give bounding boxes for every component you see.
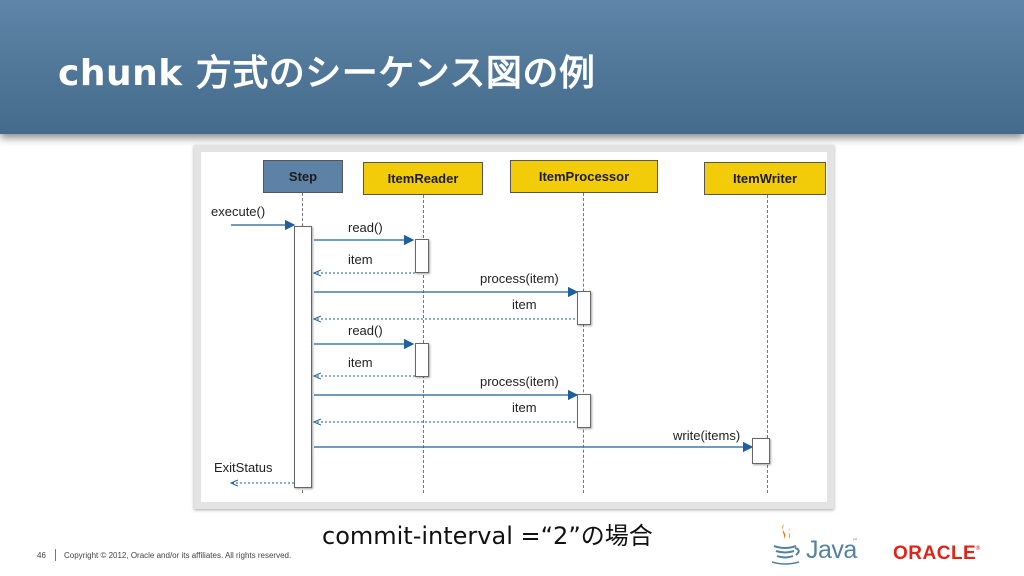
message-label-exitstatus: ExitStatus	[214, 460, 273, 475]
message-label-read-1: read()	[348, 220, 383, 235]
participant-itemwriter: ItemWriter	[704, 162, 826, 195]
itemreader-activation-1	[415, 239, 429, 273]
page-number: 46	[37, 551, 46, 560]
message-label-item-3: item	[348, 355, 373, 370]
message-label-process-2: process(item)	[480, 374, 559, 389]
oracle-logo-text: ORACLE	[893, 543, 977, 564]
itemwriter-activation	[752, 438, 770, 464]
participant-itemprocessor: ItemProcessor	[510, 160, 658, 193]
step-activation	[294, 226, 312, 488]
message-label-execute: execute()	[211, 204, 266, 219]
message-label-item-1: item	[348, 252, 373, 267]
message-label-item-4: item	[512, 400, 537, 415]
message-arrows	[201, 219, 754, 502]
slide-title: chunk 方式のシーケンス図の例	[58, 53, 596, 94]
message-label-item-2: item	[512, 297, 537, 312]
message-label-process-1: process(item)	[480, 271, 559, 286]
oracle-registered-mark: ®	[975, 545, 981, 552]
java-cup-icon	[771, 524, 800, 565]
message-label-read-2: read()	[348, 323, 383, 338]
message-label-write: write(items)	[673, 428, 741, 443]
sequence-diagram: Step ItemReader ItemProcessor ItemWriter	[194, 145, 834, 509]
java-logo-text: Java	[806, 536, 857, 564]
participant-step: Step	[263, 160, 343, 193]
slide-header-bar: chunk 方式のシーケンス図の例	[0, 0, 1024, 134]
itemprocessor-activation-1	[577, 291, 591, 325]
participant-itemreader: ItemReader	[363, 162, 483, 195]
itemprocessor-activation-2	[577, 394, 591, 428]
footer-divider	[55, 549, 56, 561]
copyright-text: Copyright © 2012, Oracle and/or its affi…	[64, 551, 292, 560]
slide-caption: commit-interval =“2”の場合	[322, 522, 653, 550]
itemwriter-lifeline	[767, 195, 768, 493]
itemprocessor-lifeline	[583, 193, 584, 493]
itemreader-activation-2	[415, 343, 429, 377]
diagram-canvas: Step ItemReader ItemProcessor ItemWriter	[201, 152, 827, 502]
java-trademark: ™	[852, 538, 858, 545]
